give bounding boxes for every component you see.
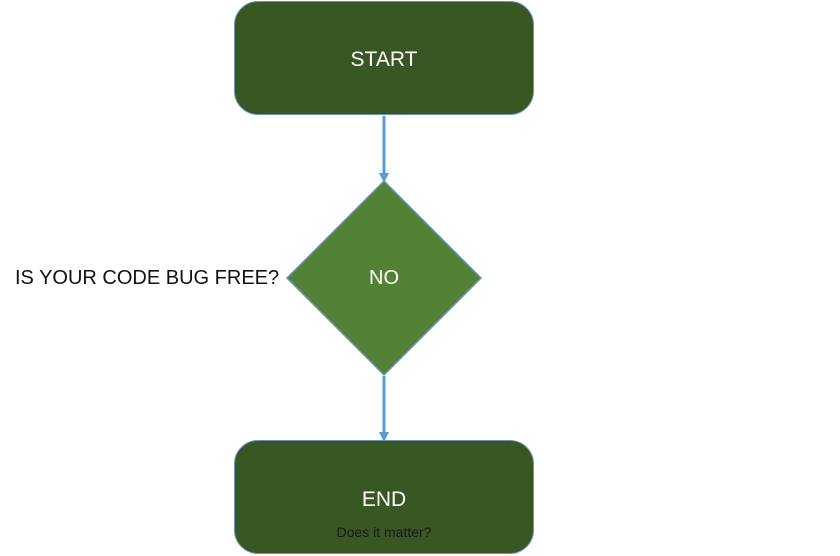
start-label: START [350, 48, 418, 71]
end-node: END Does it matter? [234, 440, 534, 554]
start-node: START [234, 1, 534, 115]
decision-question: IS YOUR CODE BUG FREE? [15, 267, 280, 289]
decision-answer: NO [369, 267, 399, 289]
decision-diamond [285, 179, 483, 377]
end-subtext: Does it matter? [336, 524, 432, 540]
end-label: END [361, 488, 407, 511]
